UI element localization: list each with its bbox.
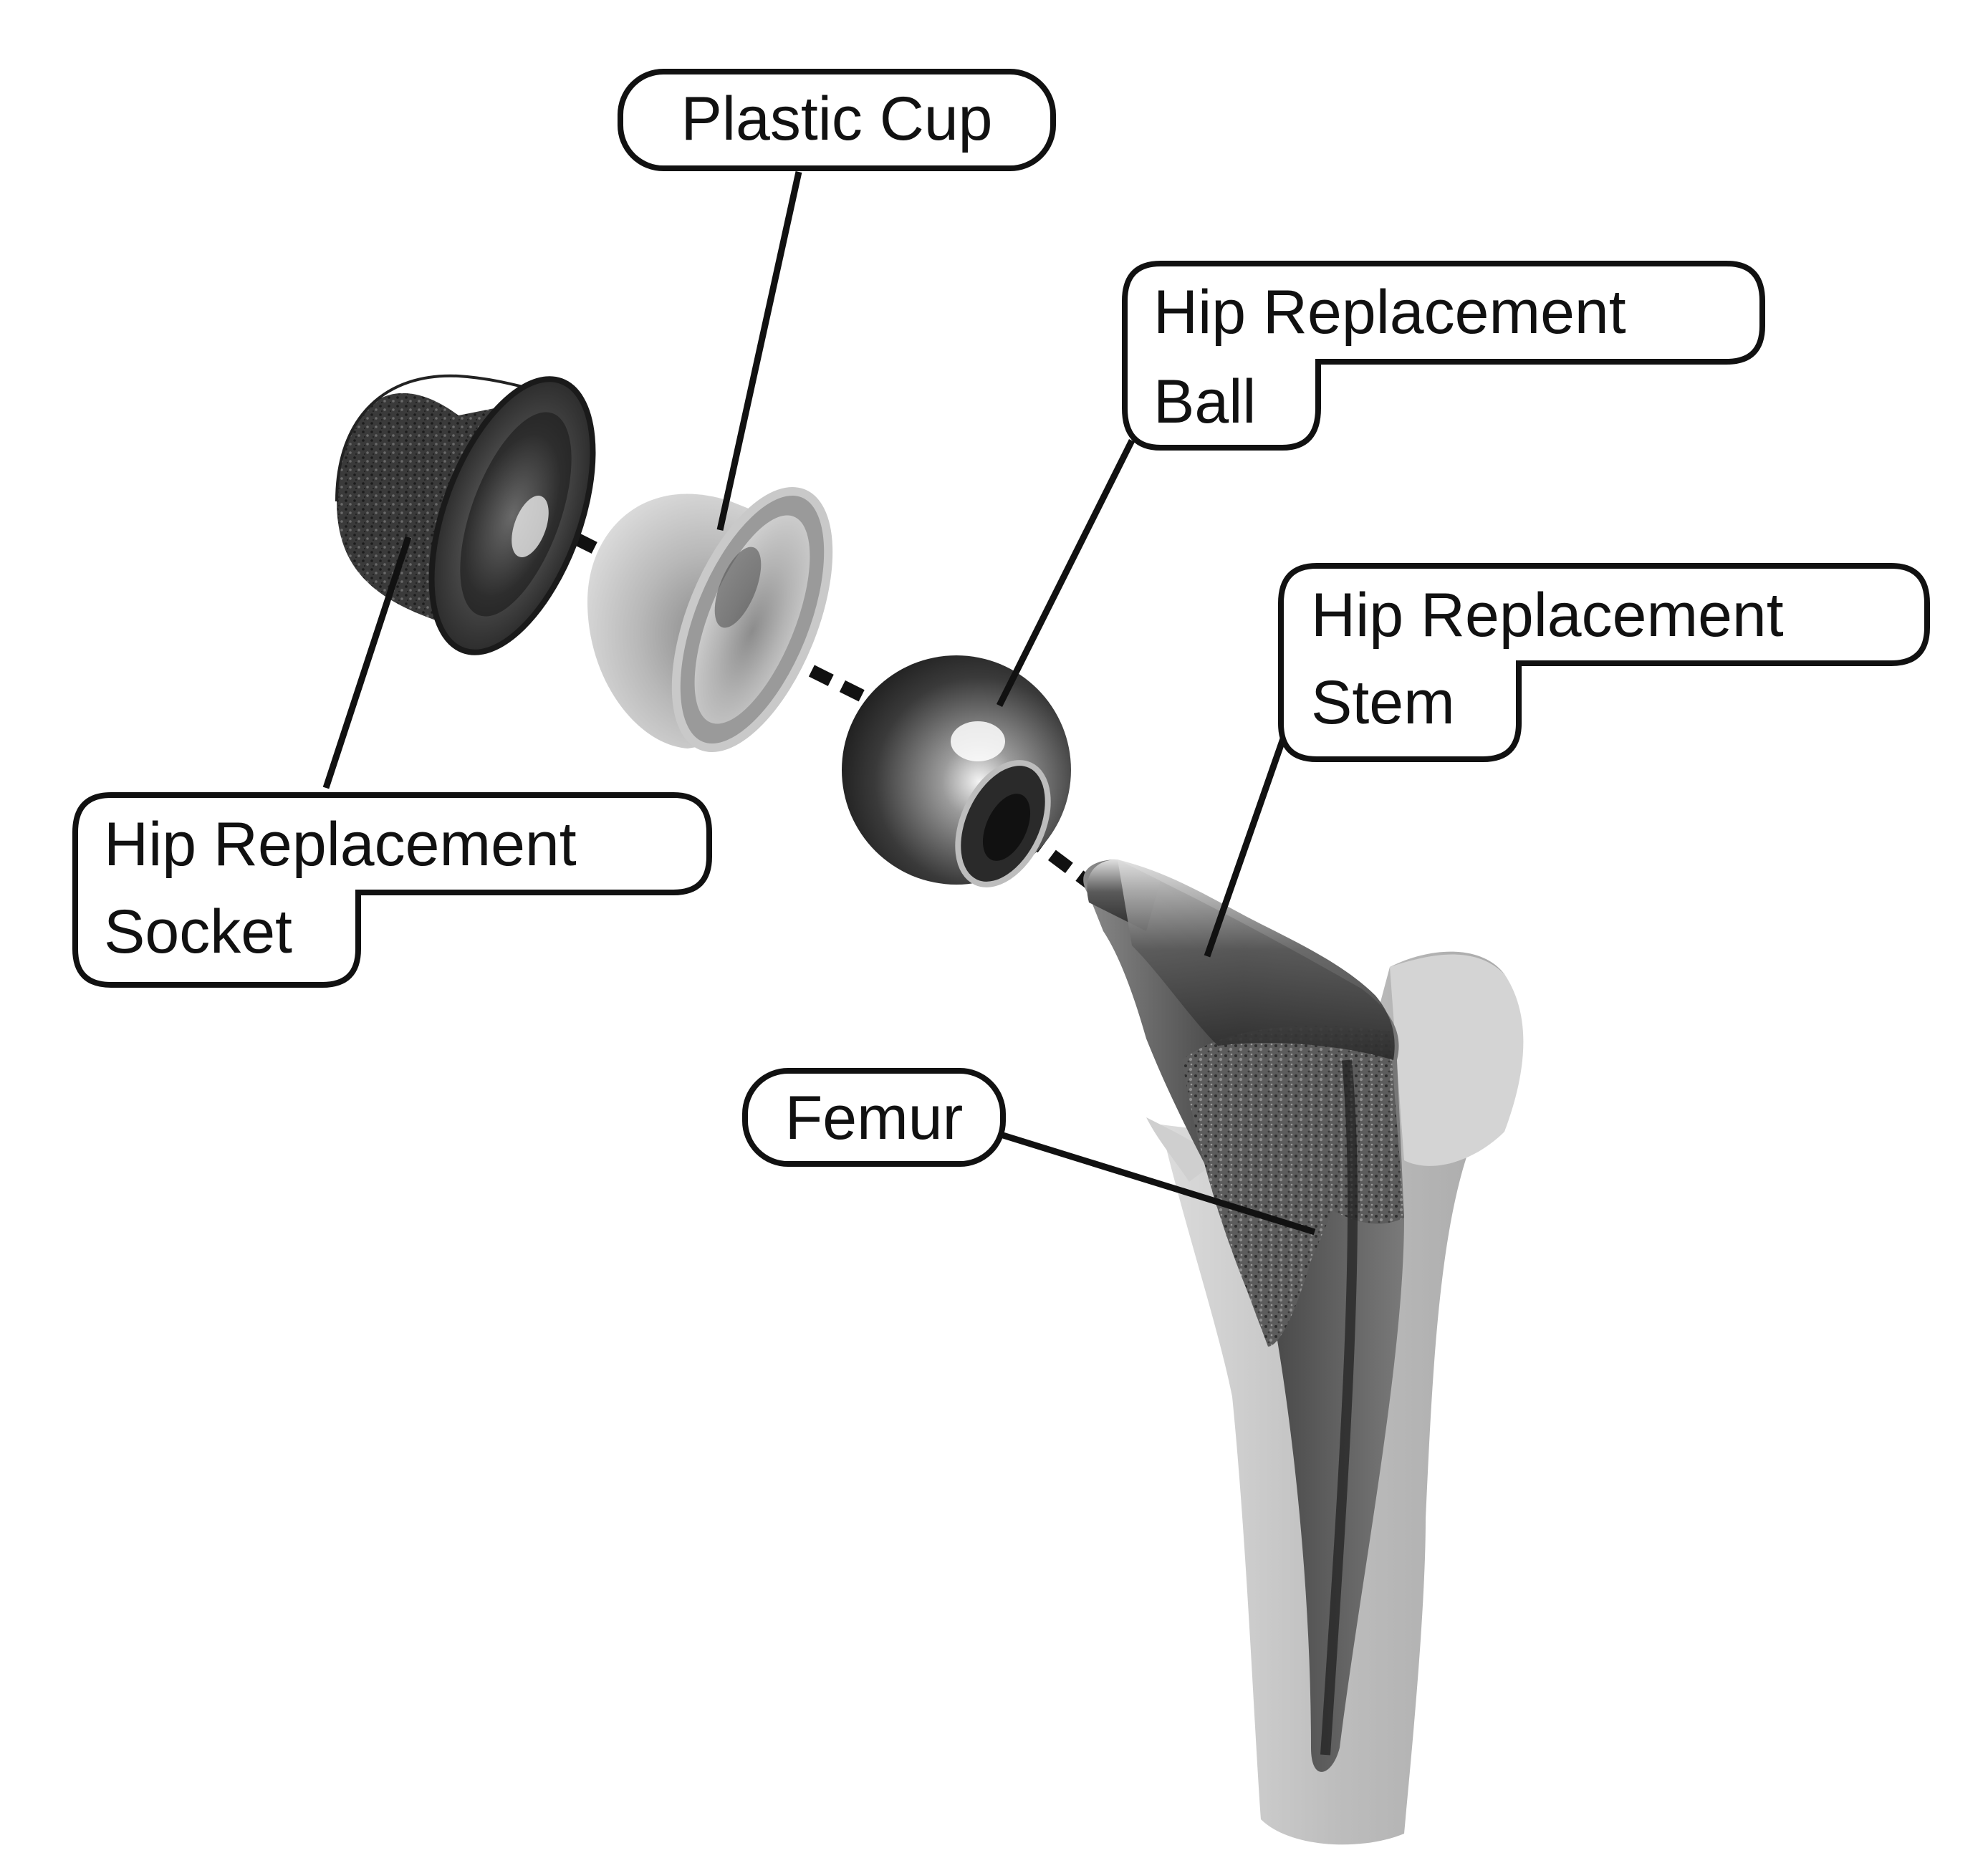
callout-stem: Hip Replacement Stem: [1278, 563, 1930, 762]
leader-ball: [996, 438, 1135, 708]
callout-femur: Femur: [742, 1068, 1006, 1167]
label-femur: Femur: [785, 1084, 963, 1152]
label-stem-line2: Stem: [1311, 668, 1455, 737]
callout-socket: Hip Replacement Socket: [72, 792, 712, 988]
callout-lines: [322, 171, 1316, 1236]
callout-ball: Hip Replacement Ball: [1122, 261, 1765, 451]
label-ball-line2: Ball: [1153, 367, 1256, 436]
callout-plastic-cup: Plastic Cup: [618, 69, 1056, 171]
femoral-head-illustration: [842, 655, 1071, 887]
plastic-cup-illustration: [587, 486, 833, 753]
label-plastic-cup: Plastic Cup: [681, 85, 993, 153]
leader-stem: [1204, 729, 1290, 958]
leader-femur: [1002, 1132, 1316, 1236]
label-socket-line1: Hip Replacement: [104, 810, 577, 879]
label-stem-line1: Hip Replacement: [1311, 581, 1784, 650]
label-socket-line2: Socket: [104, 897, 292, 966]
femoral-stem-illustration: [1083, 860, 1404, 1772]
socket-shell-illustration: [335, 374, 596, 655]
leader-plastic-cup: [716, 171, 802, 531]
leader-socket: [322, 536, 412, 789]
label-ball-line1: Hip Replacement: [1153, 278, 1626, 347]
